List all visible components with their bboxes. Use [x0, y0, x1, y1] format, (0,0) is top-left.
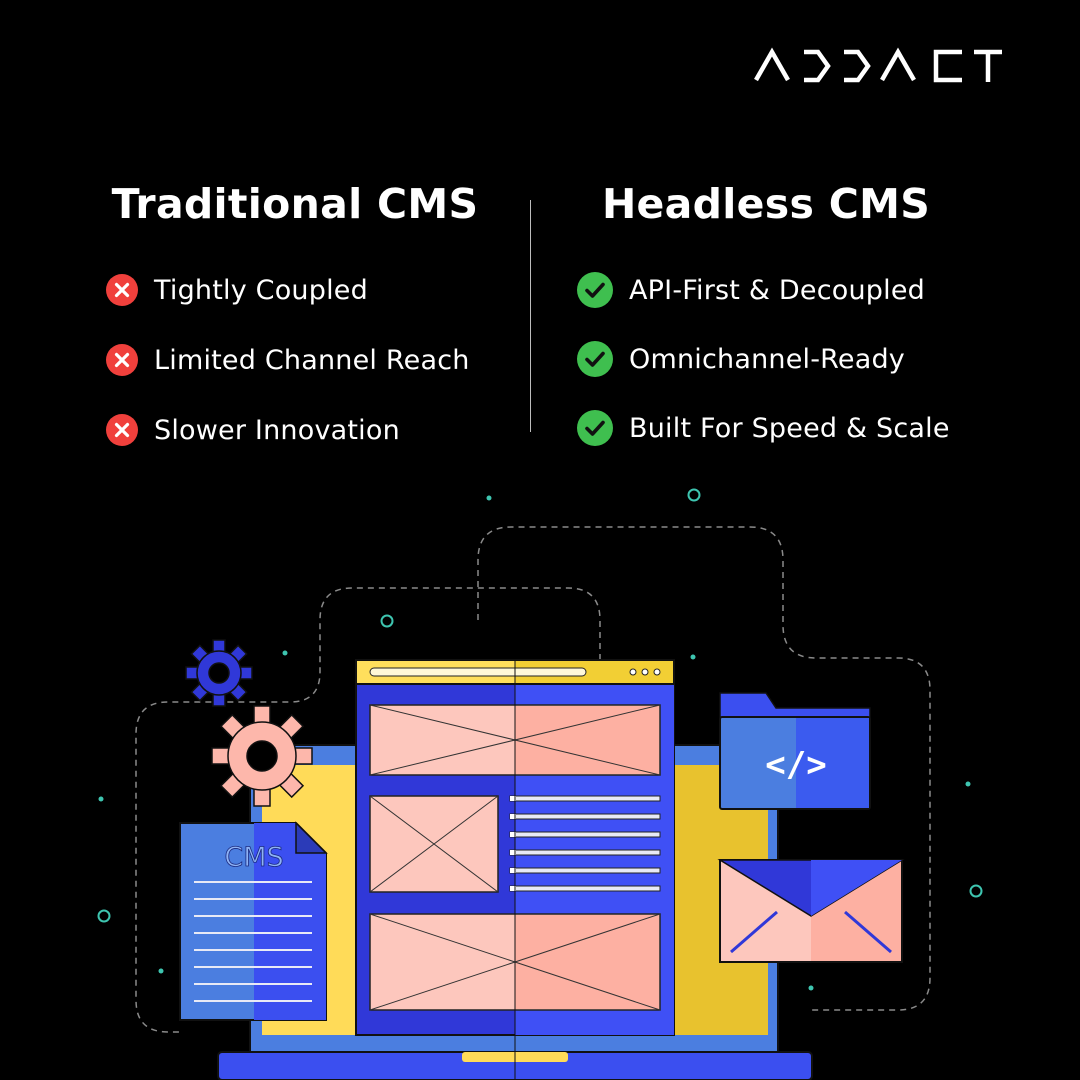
list-item-label: Limited Channel Reach	[154, 344, 470, 376]
code-icon: </>	[765, 745, 826, 785]
cms-document-label: CMS	[224, 842, 283, 873]
column-divider	[530, 200, 531, 432]
traditional-cms-list: Tightly Coupled Limited Channel Reach Sl…	[106, 272, 470, 482]
list-item-label: Omnichannel-Ready	[629, 343, 905, 375]
list-item-label: API-First & Decoupled	[629, 274, 925, 306]
browser-window	[355, 659, 675, 1080]
decorative-rings	[97, 488, 983, 923]
cross-circle-icon	[106, 274, 138, 306]
cross-circle-icon	[106, 344, 138, 376]
gear-icon	[211, 705, 313, 807]
cms-document	[179, 821, 328, 1021]
decorative-dots	[98, 495, 971, 991]
list-item: Slower Innovation	[106, 412, 470, 448]
list-item-label: Built For Speed & Scale	[629, 412, 950, 444]
list-item: Omnichannel-Ready	[577, 341, 950, 377]
list-item: API-First & Decoupled	[577, 272, 950, 308]
check-circle-icon	[577, 341, 613, 377]
list-item: Limited Channel Reach	[106, 342, 470, 378]
headless-cms-title: Headless CMS	[601, 180, 931, 228]
addact-logo	[754, 47, 1002, 83]
envelope-icon	[717, 859, 905, 963]
list-item-label: Tightly Coupled	[154, 274, 368, 306]
gear-icon	[185, 639, 253, 707]
cross-circle-icon	[106, 414, 138, 446]
cms-illustration: CMS </>	[97, 488, 983, 1080]
dashed-connector	[135, 526, 931, 1033]
list-item: Built For Speed & Scale	[577, 410, 950, 446]
traditional-cms-title: Traditional CMS	[111, 180, 479, 228]
check-circle-icon	[577, 272, 613, 308]
check-circle-icon	[577, 410, 613, 446]
list-item: Tightly Coupled	[106, 272, 470, 308]
headless-cms-list: API-First & Decoupled Omnichannel-Ready …	[577, 272, 950, 479]
list-item-label: Slower Innovation	[154, 414, 400, 446]
code-folder	[719, 692, 871, 810]
